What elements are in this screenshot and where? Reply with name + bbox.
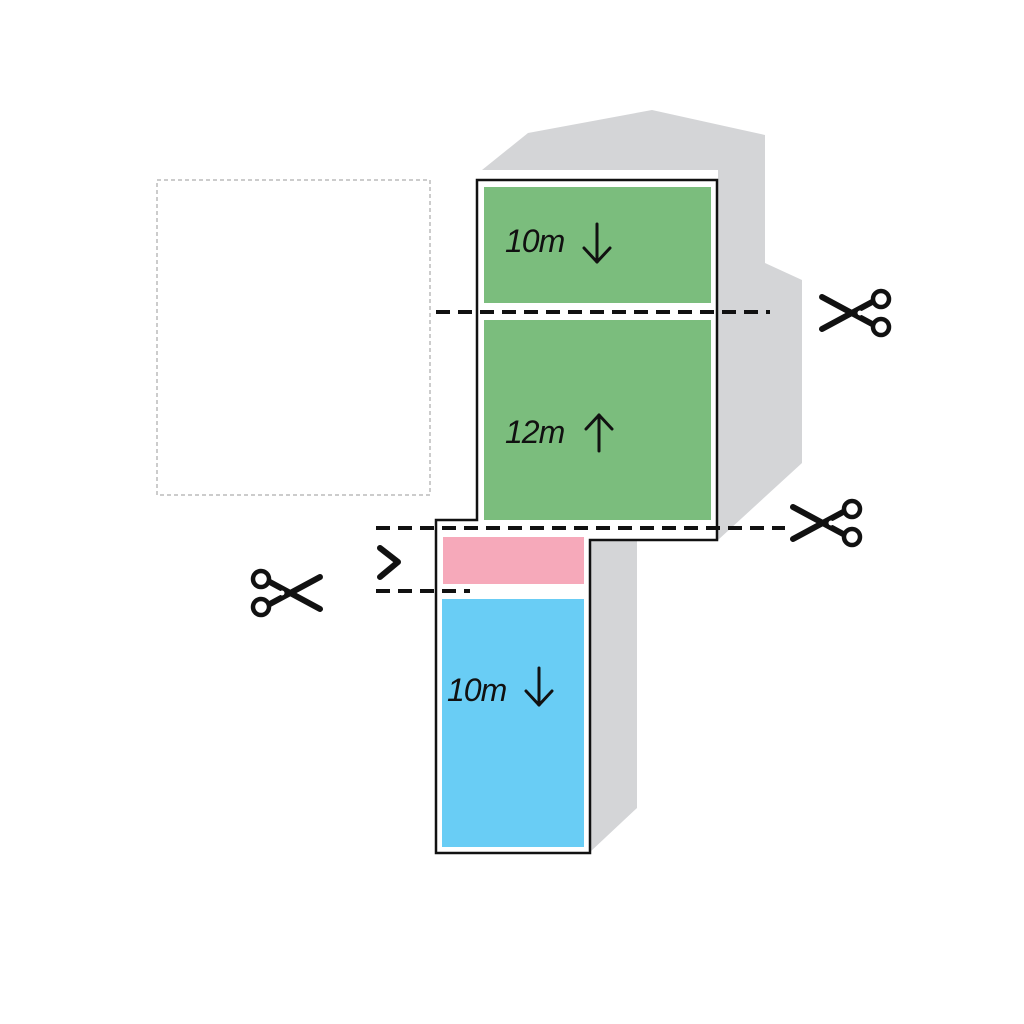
scissors-icon xyxy=(822,291,889,335)
shadow-backdrop-lower xyxy=(590,540,637,852)
arrow-up-icon xyxy=(584,413,614,453)
shadow-backdrop-upper xyxy=(482,110,802,540)
segment-middle-label: 12m xyxy=(505,414,565,450)
segment-connector xyxy=(443,537,584,584)
scissors-icon xyxy=(253,571,320,615)
scissors-icon xyxy=(793,501,860,545)
segment-bottom-label: 10m xyxy=(447,672,507,708)
segment-bottom xyxy=(442,599,584,847)
segment-top-label: 10m xyxy=(505,223,565,259)
chevron-right-icon xyxy=(377,545,401,580)
placeholder-square xyxy=(156,179,431,496)
arrow-down-icon xyxy=(582,222,612,264)
arrow-down-icon xyxy=(524,666,554,707)
